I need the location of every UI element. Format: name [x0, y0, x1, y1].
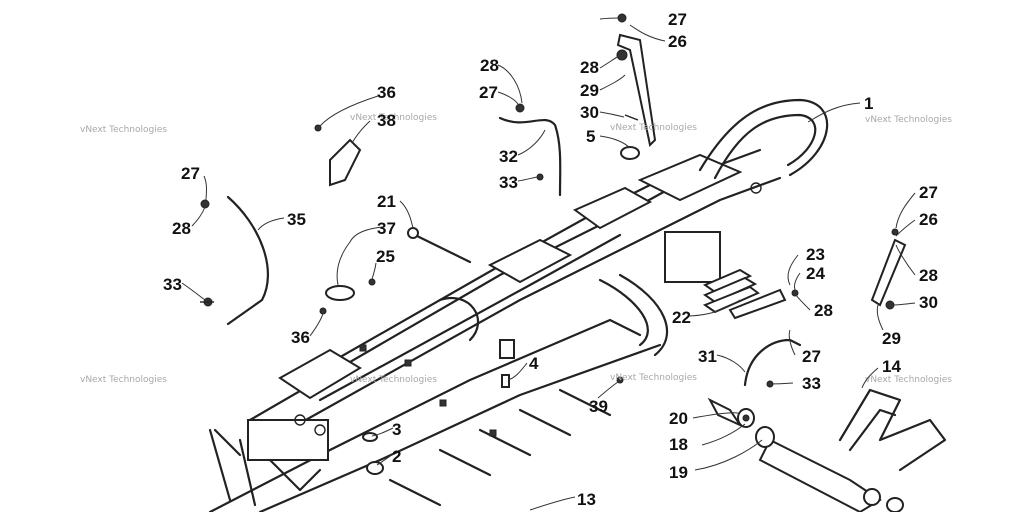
cap-5 — [620, 146, 640, 160]
callout-36-top: 36 — [377, 83, 396, 102]
callout-26-right: 26 — [919, 210, 938, 229]
callout-14: 14 — [882, 357, 901, 376]
callout-27-top: 27 — [668, 10, 687, 29]
callout-3: 3 — [392, 420, 401, 439]
watermark-text: vNext Technologies — [865, 375, 952, 385]
callout-33-low: 33 — [802, 374, 821, 393]
callout-28-right: 28 — [919, 266, 938, 285]
callout-29-right: 29 — [882, 329, 901, 348]
watermark-text: vNext Technologies — [350, 113, 437, 123]
watermark-text: vNext Technologies — [80, 125, 167, 135]
bushing-2 — [366, 461, 384, 475]
callout-21: 21 — [377, 192, 396, 211]
callout-5: 5 — [586, 127, 595, 146]
washer-3 — [362, 432, 378, 442]
callout-13: 13 — [577, 490, 596, 509]
callout-27-low: 27 — [802, 347, 821, 366]
callout-39: 39 — [589, 397, 608, 416]
strap-32 — [498, 116, 562, 197]
callout-19: 19 — [669, 463, 688, 482]
callout-32: 32 — [499, 147, 518, 166]
callout-28-top: 28 — [580, 58, 599, 77]
bracket-26-29 — [616, 13, 657, 148]
callout-2: 2 — [392, 447, 401, 466]
battery-22 — [702, 268, 799, 320]
callout-29-top: 29 — [580, 81, 599, 100]
callout-30-top: 30 — [580, 103, 599, 122]
watermark-text: vNext Technologies — [610, 123, 697, 133]
callout-24: 24 — [806, 264, 825, 283]
callout-labels: 1 2 3 4 5 13 14 18 19 20 21 22 23 24 25 … — [163, 10, 938, 509]
bracket-right — [870, 228, 907, 310]
callout-38: 38 — [377, 111, 396, 130]
watermarks: vNext Technologies vNext Technologies vN… — [80, 113, 952, 385]
callout-18: 18 — [669, 435, 688, 454]
callout-27-right: 27 — [919, 183, 938, 202]
callout-20: 20 — [669, 409, 688, 428]
callout-33-mid: 33 — [499, 173, 518, 192]
callout-1: 1 — [864, 94, 873, 113]
callout-4: 4 — [529, 354, 539, 373]
bushing-parts — [707, 397, 755, 428]
callout-28-left: 28 — [172, 219, 191, 238]
callout-33-left: 33 — [163, 275, 182, 294]
watermark-text: vNext Technologies — [610, 373, 697, 383]
callout-23: 23 — [806, 245, 825, 264]
callout-31: 31 — [698, 347, 717, 366]
callout-35: 35 — [287, 210, 306, 229]
strap-35 — [226, 195, 270, 326]
bolt-21 — [413, 233, 472, 264]
watermark-text: vNext Technologies — [350, 375, 437, 385]
swing-arm — [755, 388, 947, 512]
callout-25: 25 — [376, 247, 395, 266]
main-frame — [208, 98, 829, 512]
callout-27-mid: 27 — [479, 83, 498, 102]
callout-30-right: 30 — [919, 293, 938, 312]
leader-lines — [181, 17, 916, 511]
spacer-4 — [501, 374, 510, 388]
callout-27-left: 27 — [181, 164, 200, 183]
callout-28-mid: 28 — [480, 56, 499, 75]
watermark-text: vNext Technologies — [865, 115, 952, 125]
fender-38 — [329, 138, 362, 187]
callout-36-low: 36 — [291, 328, 310, 347]
callout-22: 22 — [672, 308, 691, 327]
callout-28-low: 28 — [814, 301, 833, 320]
callout-26-top: 26 — [668, 32, 687, 51]
callout-37: 37 — [377, 219, 396, 238]
clamp-37 — [325, 285, 355, 301]
watermark-text: vNext Technologies — [80, 375, 167, 385]
